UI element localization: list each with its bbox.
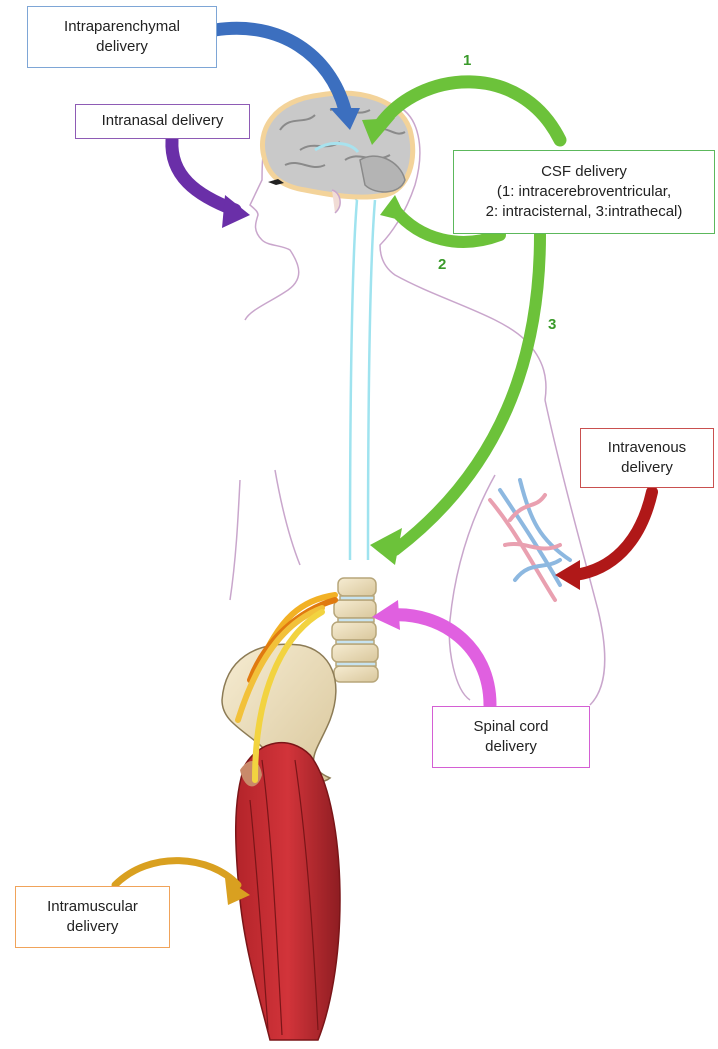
spinal-cord-label: Spinal cord delivery: [432, 706, 590, 768]
intravenous-label-line2: delivery: [621, 458, 673, 478]
intramuscular-label: Intramuscular delivery: [15, 886, 170, 948]
spinal-cord-arrow: [372, 600, 490, 705]
route-number-1: 1: [463, 52, 471, 69]
spinal-cord-label-line2: delivery: [485, 737, 537, 757]
csf-canal: [330, 180, 375, 560]
intranasal-label: Intranasal delivery: [75, 104, 250, 139]
intranasal-arrow: [172, 140, 250, 228]
csf-label-line3: 2: intracisternal, 3:intrathecal): [486, 202, 683, 222]
route-number-3: 3: [548, 316, 556, 333]
csf-label-line1: CSF delivery: [541, 162, 627, 182]
intramuscular-label-line2: delivery: [67, 917, 119, 937]
spine-icon: [332, 578, 378, 682]
intravenous-label-line1: Intravenous: [608, 438, 686, 458]
intravenous-arrow: [555, 492, 652, 590]
csf-label-line2: (1: intracerebroventricular,: [497, 182, 671, 202]
intraparenchymal-label-line2: delivery: [96, 37, 148, 57]
intramuscular-label-line1: Intramuscular: [47, 897, 138, 917]
blood-vessels-icon: [490, 480, 570, 600]
csf-label: CSF delivery (1: intracerebroventricular…: [453, 150, 715, 234]
intranasal-label-line1: Intranasal delivery: [102, 111, 224, 131]
intraparenchymal-label: Intraparenchymal delivery: [27, 6, 217, 68]
route-number-2: 2: [438, 256, 446, 273]
spinal-cord-label-line1: Spinal cord: [473, 717, 548, 737]
intravenous-label: Intravenous delivery: [580, 428, 714, 488]
intraparenchymal-label-line1: Intraparenchymal: [64, 17, 180, 37]
thigh-muscle-icon: [236, 743, 340, 1040]
